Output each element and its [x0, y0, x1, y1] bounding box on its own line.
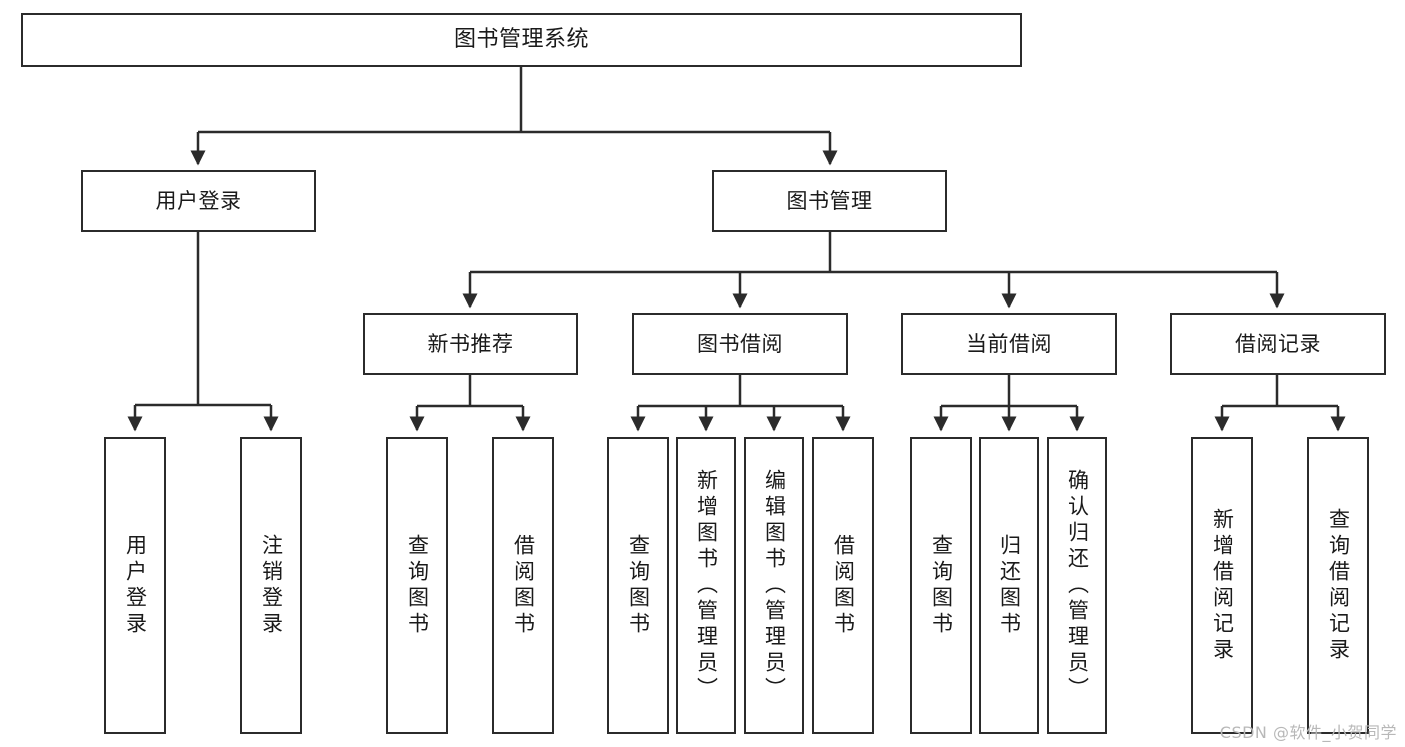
node-label: 归还图书	[997, 533, 1022, 638]
leaf-borrow-book-borrow[interactable]: 借阅图书	[812, 437, 874, 734]
node-book-manage[interactable]: 图书管理	[712, 170, 947, 232]
node-label: 编辑图书（管理员）	[762, 468, 787, 703]
node-label: 图书管理	[786, 188, 873, 213]
node-label: 查询图书	[405, 533, 430, 638]
leaf-logout-login[interactable]: 注销登录	[240, 437, 302, 734]
node-label: 新增借阅记录	[1210, 507, 1235, 664]
leaf-add-book-admin[interactable]: 新增图书（管理员）	[676, 437, 736, 734]
node-root-system[interactable]: 图书管理系统	[21, 13, 1022, 67]
node-current-borrow[interactable]: 当前借阅	[901, 313, 1117, 375]
leaf-add-borrow-record[interactable]: 新增借阅记录	[1191, 437, 1253, 734]
leaf-query-book-borrow[interactable]: 查询图书	[607, 437, 669, 734]
node-label: 确认归还（管理员）	[1065, 468, 1090, 703]
node-label: 查询借阅记录	[1326, 507, 1351, 664]
leaf-query-borrow-record[interactable]: 查询借阅记录	[1307, 437, 1369, 734]
node-label: 查询图书	[626, 533, 651, 638]
node-label: 当前借阅	[966, 331, 1052, 356]
node-borrow-record[interactable]: 借阅记录	[1170, 313, 1386, 375]
leaf-query-book-newbook[interactable]: 查询图书	[386, 437, 448, 734]
node-new-book-recommend[interactable]: 新书推荐	[363, 313, 578, 375]
leaf-confirm-return-admin[interactable]: 确认归还（管理员）	[1047, 437, 1107, 734]
node-label: 借阅记录	[1235, 331, 1321, 356]
leaf-query-book-current[interactable]: 查询图书	[910, 437, 972, 734]
leaf-user-login[interactable]: 用户登录	[104, 437, 166, 734]
node-label: 用户登录	[123, 533, 148, 638]
node-label: 图书借阅	[697, 331, 783, 356]
leaf-borrow-book-newbook[interactable]: 借阅图书	[492, 437, 554, 734]
node-label: 新书推荐	[427, 331, 514, 356]
node-user-login[interactable]: 用户登录	[81, 170, 316, 232]
csdn-watermark: CSDN @软件_小贺同学	[1219, 723, 1397, 742]
node-label: 新增图书（管理员）	[694, 468, 719, 703]
node-label: 用户登录	[155, 188, 242, 213]
node-label: 查询图书	[929, 533, 954, 638]
leaf-return-book[interactable]: 归还图书	[979, 437, 1039, 734]
node-book-borrow[interactable]: 图书借阅	[632, 313, 848, 375]
node-label: 图书管理系统	[453, 27, 589, 53]
node-label: 借阅图书	[831, 533, 856, 638]
leaf-edit-book-admin[interactable]: 编辑图书（管理员）	[744, 437, 804, 734]
node-label: 借阅图书	[511, 533, 536, 638]
node-label: 注销登录	[259, 533, 284, 638]
